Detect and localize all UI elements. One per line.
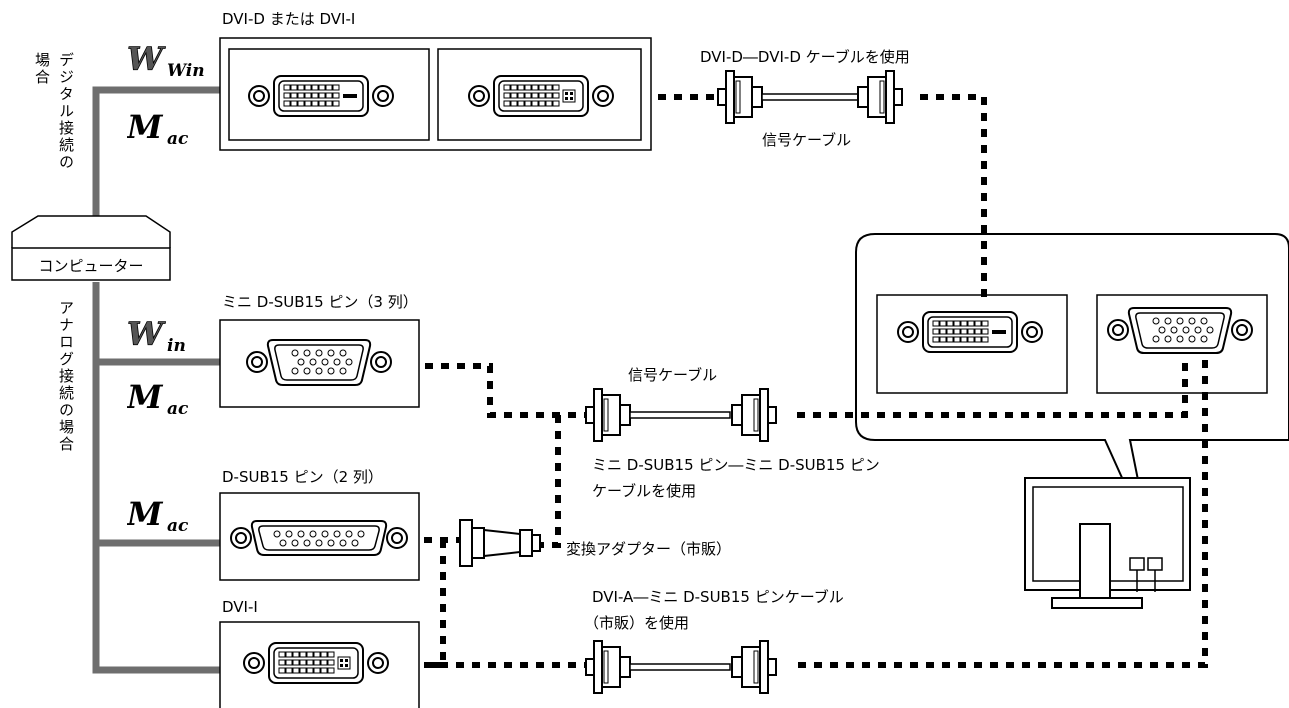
trunk-lines bbox=[92, 86, 225, 674]
adapter-label: 変換アダプター（市販） bbox=[566, 540, 732, 558]
svg-text:in: in bbox=[167, 336, 186, 355]
dvi-port-icon bbox=[243, 642, 389, 684]
digital-case-label-2: 場合 bbox=[33, 52, 51, 86]
mini-dsub-cable-label-2: ケーブルを使用 bbox=[592, 482, 697, 500]
svg-text:Win: Win bbox=[167, 61, 205, 80]
dvi-port-icon bbox=[468, 75, 614, 117]
svg-text:M: M bbox=[127, 495, 164, 533]
computer-label: コンピューター bbox=[38, 256, 144, 275]
dvi-port-icon bbox=[897, 311, 1043, 353]
signal-cable-icon bbox=[585, 388, 777, 442]
monitor-icon bbox=[1024, 477, 1191, 609]
analog-case-label: アナログ接続の場合 bbox=[57, 300, 75, 453]
analog-3row-panel bbox=[219, 319, 420, 408]
monitor-callout bbox=[855, 233, 1289, 541]
dvi-a-cable-label: DVI-A―ミニ D-SUB15 ピンケーブル bbox=[592, 588, 844, 606]
dvi-i-panel bbox=[219, 621, 420, 708]
svg-text:ac: ac bbox=[167, 129, 189, 148]
svg-text:W: W bbox=[127, 40, 166, 78]
dvi-d-cable-label: DVI-D―DVI-D ケーブルを使用 bbox=[700, 48, 910, 66]
svg-text:M: M bbox=[127, 378, 164, 416]
dvi-a-cable-label-2: （市販）を使用 bbox=[584, 614, 690, 632]
dvi-port-icon bbox=[248, 75, 394, 117]
svg-text:M: M bbox=[127, 108, 164, 146]
svg-text:ac: ac bbox=[167, 516, 189, 535]
computer-icon bbox=[11, 215, 171, 281]
cable-routes bbox=[424, 94, 1208, 668]
signal-cable-label: 信号ケーブル bbox=[762, 131, 852, 149]
dvi-d-or-dvi-i-label: DVI-D または DVI-I bbox=[222, 10, 356, 28]
mini-dsub-3row-label: ミニ D-SUB15 ピン（3 列） bbox=[222, 293, 418, 311]
svg-text:W: W bbox=[127, 315, 166, 353]
dsub-port-icon bbox=[230, 520, 408, 556]
signal-cable-label-2: 信号ケーブル bbox=[628, 366, 718, 384]
svg-text:ac: ac bbox=[167, 399, 189, 418]
signal-cable-icon bbox=[585, 640, 777, 694]
mini-dsub-cable-label: ミニ D-SUB15 ピン―ミニ D-SUB15 ピン bbox=[592, 456, 880, 474]
signal-cable-icon bbox=[717, 70, 903, 124]
digital-output-panel bbox=[219, 37, 652, 151]
dvi-i-label: DVI-I bbox=[222, 598, 258, 616]
analog-2row-panel bbox=[219, 492, 420, 581]
dsub-2row-label: D-SUB15 ピン（2 列） bbox=[222, 468, 383, 486]
adapter-icon bbox=[459, 519, 541, 567]
digital-case-label: デジタル接続の bbox=[57, 52, 75, 171]
